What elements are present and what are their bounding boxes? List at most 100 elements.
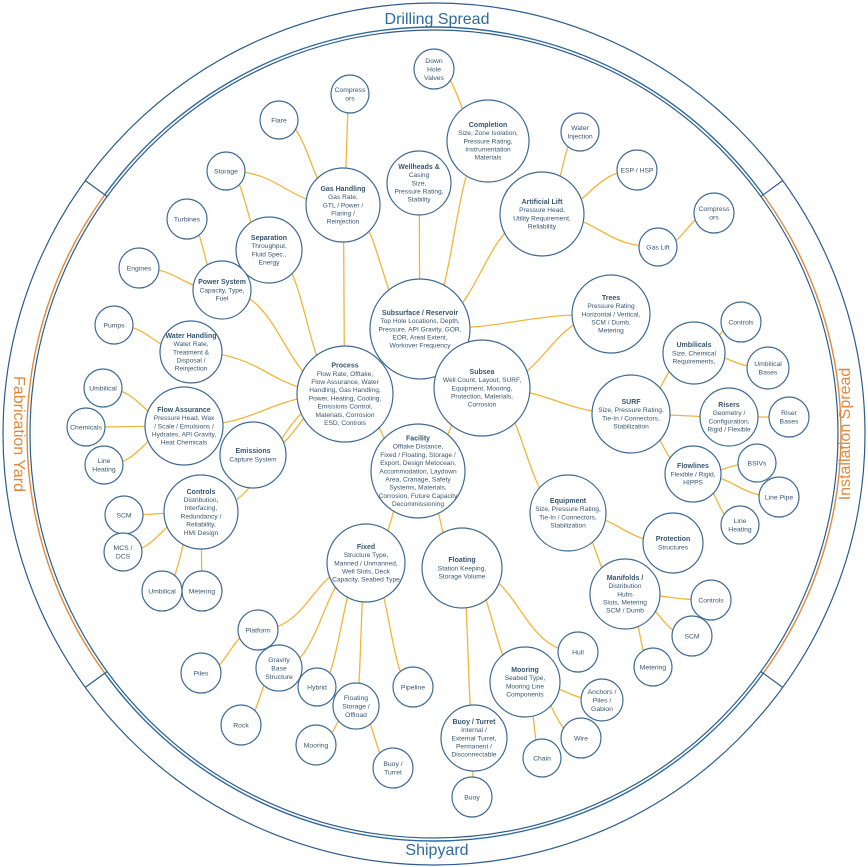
node-detail: Area, Cranage, Safety — [385, 477, 451, 484]
node-circle — [332, 682, 380, 730]
node-detail: Power, Heating, Cooling, — [309, 395, 382, 402]
node-detail: HMI Design — [184, 530, 219, 537]
node-circle — [159, 320, 223, 384]
node-detail: Heating — [728, 527, 752, 534]
node-anchors: Anchors /Piles /Gabion — [580, 678, 624, 722]
zone-arc-shipyard — [104, 672, 764, 842]
node-hull: Hull — [557, 631, 599, 673]
node-detail: Rigid / Flexible — [707, 427, 751, 434]
node-detail: Pumps — [103, 322, 125, 329]
node-circle — [237, 609, 279, 651]
node-circle — [433, 339, 531, 437]
node-detail: Seabed Type, — [505, 675, 546, 682]
node-detail: BSIVs — [748, 460, 767, 467]
node-title: Equipment — [550, 498, 587, 505]
node-detail: Protection, Materials, — [451, 394, 513, 401]
node-detail: Heat Chemicals — [161, 440, 208, 447]
node-circle — [180, 652, 222, 694]
node-circle — [642, 512, 704, 574]
node-detail: Tie-In / Connectors, — [539, 514, 597, 521]
node-circle — [206, 151, 246, 191]
node-detail: Capture System — [229, 456, 277, 463]
node-detail: Flexible / Rigid, — [670, 471, 715, 478]
node-circle — [589, 558, 661, 630]
node-detail: Storage / — [342, 703, 370, 710]
node-detail: Pressure, API Gravity, GOR, — [378, 326, 461, 333]
node-controls1: Controls — [720, 301, 762, 343]
node-detail: Corrosion — [468, 402, 497, 409]
node-detail: SCM — [116, 512, 131, 519]
node-circle — [305, 167, 381, 243]
node-detail: Materials, Corrosion — [316, 412, 375, 419]
node-detail: Stability — [407, 197, 431, 204]
node-rock: Rock — [220, 704, 262, 746]
node-detail: Fuel — [216, 296, 229, 303]
node-detail: Reinjection — [175, 366, 208, 373]
node-detail: Bases — [780, 419, 799, 426]
node-circle — [499, 171, 585, 257]
node-circle — [295, 724, 337, 766]
node-detail: Metering — [640, 664, 667, 671]
node-detail: Stabilization — [550, 523, 586, 530]
node-buoyturret2: Buoy / Turret — [372, 747, 414, 789]
node-umbilical2: Umbilical — [141, 570, 183, 612]
node-detail: Platform — [245, 627, 271, 634]
node-circle — [720, 505, 760, 545]
zone-dividers — [84, 180, 784, 688]
node-detail: Mooring — [304, 742, 329, 749]
node-detail: Geometry / — [713, 410, 746, 417]
node-detail: Buoy / — [383, 761, 402, 768]
nodes-layer: DownHoleValvesCompressorsFlareCompletion… — [66, 48, 810, 818]
node-circle — [297, 667, 337, 707]
node-detail: Turret — [384, 770, 402, 777]
node-detail: Gas Lift — [646, 244, 670, 251]
node-circle — [66, 407, 106, 447]
zone-divider-0 — [84, 180, 108, 198]
node-title: Gas Handling — [320, 186, 365, 193]
node-detail: Distribution, — [184, 497, 219, 504]
node-detail: Stabilization — [613, 424, 649, 431]
node-detail: Base — [271, 665, 287, 672]
node-scm1: SCM — [104, 495, 144, 535]
node-detail: Size, Zone Isolation, — [458, 130, 518, 137]
node-detail: Metering — [189, 588, 216, 595]
node-detail: Pressure Head, — [519, 207, 565, 214]
node-circle — [699, 387, 759, 447]
node-detail: Storage — [214, 168, 238, 175]
node-detail: Capacity, Type, — [200, 287, 245, 294]
node-detail: Umbilical — [754, 361, 782, 368]
node-detail: Compress — [335, 87, 367, 94]
zone-arc-fabrication — [26, 194, 106, 674]
node-gaslift: Gas Lift — [638, 227, 678, 267]
node-detail: / Scale / Emulsions / — [154, 423, 214, 430]
node-detail: Line Pipe — [765, 494, 794, 501]
node-scm2: SCM — [671, 615, 713, 657]
node-detail: Reinjection — [327, 219, 360, 226]
node-circle — [118, 247, 160, 289]
node-detail: Anchors / — [588, 689, 617, 696]
node-title: Buoy / Turret — [452, 719, 496, 726]
node-circle — [166, 198, 208, 240]
node-circle — [633, 647, 673, 687]
node-circle — [638, 227, 678, 267]
node-detail: Injection — [567, 134, 593, 141]
node-detail: Down — [425, 58, 443, 65]
node-circle — [372, 747, 414, 789]
node-piles: Piles — [180, 652, 222, 694]
zone-arc-drilling — [104, 26, 764, 196]
node-circle — [522, 738, 562, 778]
node-detail: Corrosion, Future Capacity — [379, 493, 458, 500]
zone-divider-1 — [760, 180, 784, 198]
node-detail: Energy — [259, 260, 281, 267]
zone-arcs — [26, 26, 842, 842]
